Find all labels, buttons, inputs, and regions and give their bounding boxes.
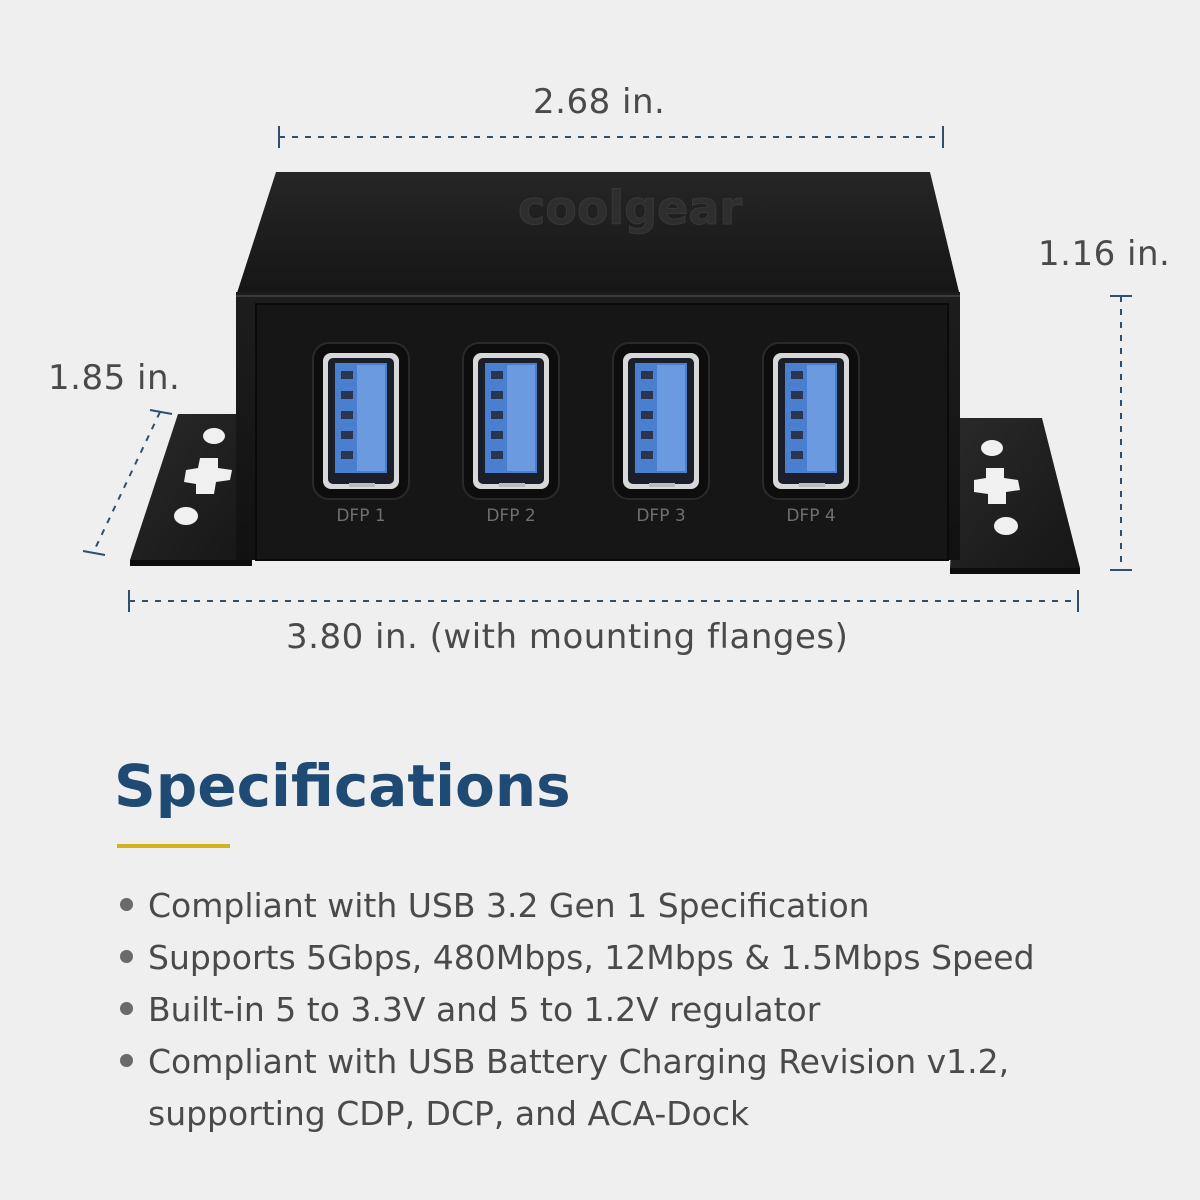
spec-item: Built-in 5 to 3.3V and 5 to 1.2V regulat…: [118, 984, 1178, 1036]
spec-item-text: Supports 5Gbps, 480Mbps, 12Mbps & 1.5Mbp…: [148, 938, 1035, 977]
dimension-total-width-label: 3.80 in. (with mounting flanges): [286, 617, 849, 657]
dimension-depth-label: 1.85 in.: [48, 358, 181, 398]
dimension-width-label: 2.68 in.: [533, 82, 666, 122]
spec-item: Supports 5Gbps, 480Mbps, 12Mbps & 1.5Mbp…: [118, 932, 1178, 984]
port-label: DFP 2: [486, 506, 535, 526]
usb-port: DFP 1: [312, 342, 410, 526]
dimension-height-label: 1.16 in.: [1038, 234, 1171, 274]
hub-top-face: [236, 172, 960, 296]
usb-port: DFP 4: [762, 342, 860, 526]
brand-embossed-logo: coolgear: [518, 181, 742, 235]
usb-hub-illustration: coolgear DFP 1 DFP 2 DFP 3 DFP 4: [82, 126, 1132, 612]
bullet-icon: [120, 898, 133, 911]
product-dimension-figure: coolgear DFP 1 DFP 2 DFP 3 DFP 4 2.68 in. 1…: [48, 82, 1171, 657]
specifications-list: Compliant with USB 3.2 Gen 1 Specificati…: [118, 880, 1178, 1140]
dimension-line-right: [1110, 295, 1132, 571]
spec-item-text: Compliant with USB Battery Charging Revi…: [148, 1042, 1010, 1081]
dimension-line-top: [278, 126, 944, 148]
right-mounting-flange: [950, 418, 1080, 574]
bullet-icon: [120, 1054, 133, 1067]
specifications-heading: Specifications: [114, 752, 571, 820]
port-label: DFP 1: [336, 506, 385, 526]
bullet-icon: [120, 1002, 133, 1015]
left-mounting-flange: [130, 414, 252, 566]
port-label: DFP 3: [636, 506, 685, 526]
spec-item: Compliant with USB Battery Charging Revi…: [118, 1036, 1178, 1140]
usb-ports: DFP 1 DFP 2 DFP 3 DFP 4: [312, 342, 860, 526]
spec-item-text: Built-in 5 to 3.3V and 5 to 1.2V regulat…: [148, 990, 821, 1029]
spec-item-text-continuation: supporting CDP, DCP, and ACA-Dock: [148, 1094, 750, 1133]
dimension-line-bottom: [128, 590, 1079, 612]
dimension-line-left: [82, 409, 173, 556]
usb-port: DFP 3: [612, 342, 710, 526]
heading-accent-underline: [117, 844, 230, 848]
bullet-icon: [120, 950, 133, 963]
port-label: DFP 4: [786, 506, 835, 526]
usb-port: DFP 2: [462, 342, 560, 526]
spec-item: Compliant with USB 3.2 Gen 1 Specificati…: [118, 880, 1178, 932]
spec-item-text: Compliant with USB 3.2 Gen 1 Specificati…: [148, 886, 870, 925]
